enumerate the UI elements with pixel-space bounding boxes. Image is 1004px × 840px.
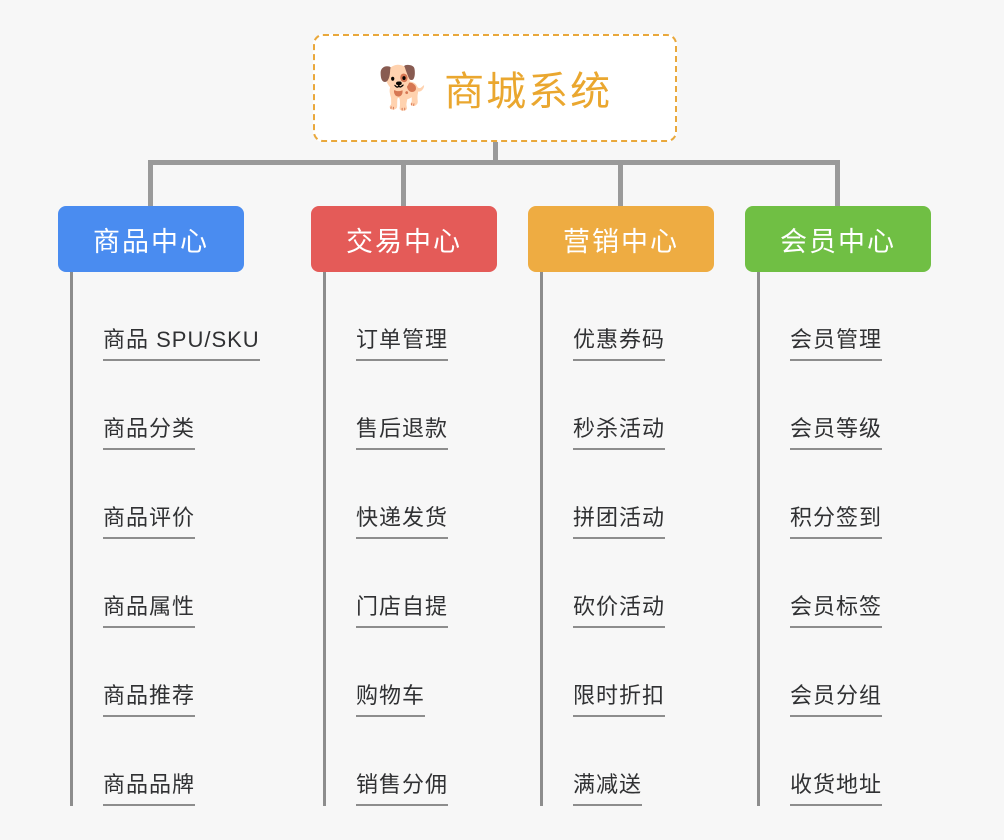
leaf-label: 购物车 (356, 683, 426, 717)
list-item[interactable]: 商品属性 (70, 539, 280, 628)
leaf-list-member-center: 会员管理 会员等级 积分签到 会员标签 会员分组 收货地址 (745, 272, 967, 806)
leaf-label: 门店自提 (356, 594, 449, 628)
leaf-label: 满减送 (573, 772, 643, 806)
leaf-label: 会员等级 (790, 416, 883, 450)
leaf-label: 会员管理 (790, 327, 883, 361)
leaf-label: 限时折扣 (573, 683, 666, 717)
list-item[interactable]: 会员标签 (757, 539, 967, 628)
list-item[interactable]: 快递发货 (323, 450, 533, 539)
connector-drop-marketing (618, 160, 623, 206)
leaf-label: 积分签到 (790, 505, 883, 539)
leaf-list-product-center: 商品 SPU/SKU 商品分类 商品评价 商品属性 商品推荐 商品品牌 (58, 272, 280, 806)
list-item[interactable]: 商品推荐 (70, 628, 280, 717)
list-item[interactable]: 积分签到 (757, 450, 967, 539)
leaf-label: 商品品牌 (103, 772, 196, 806)
connector-stem (493, 142, 498, 164)
list-item[interactable]: 销售分佣 (323, 717, 533, 806)
root-node-label: 商城系统 (444, 70, 613, 114)
list-item[interactable]: 商品品牌 (70, 717, 280, 806)
shiba-dog-face-icon: 🐕 (377, 64, 431, 111)
list-item[interactable]: 购物车 (323, 628, 533, 717)
category-header-trade-center[interactable]: 交易中心 (311, 206, 497, 272)
leaf-label: 商品分类 (103, 416, 196, 450)
leaf-label: 优惠券码 (573, 327, 666, 361)
category-header-member-center[interactable]: 会员中心 (745, 206, 931, 272)
list-item[interactable]: 门店自提 (323, 539, 533, 628)
connector-drop-member (835, 160, 840, 206)
list-item[interactable]: 砍价活动 (540, 539, 750, 628)
list-item[interactable]: 优惠券码 (540, 272, 750, 361)
list-item[interactable]: 订单管理 (323, 272, 533, 361)
leaf-label: 会员分组 (790, 683, 883, 717)
leaf-label: 订单管理 (356, 327, 449, 361)
leaf-label: 销售分佣 (356, 772, 449, 806)
list-item[interactable]: 售后退款 (323, 361, 533, 450)
category-label: 商品中心 (93, 226, 209, 257)
list-item[interactable]: 会员等级 (757, 361, 967, 450)
connector-bus (148, 160, 840, 165)
leaf-label: 商品评价 (103, 505, 196, 539)
leaf-label: 收货地址 (790, 772, 883, 806)
category-header-product-center[interactable]: 商品中心 (58, 206, 244, 272)
root-node[interactable]: 🐕 商城系统 (313, 34, 677, 142)
column-trade-center: 交易中心 订单管理 售后退款 快递发货 门店自提 购物车 销售分佣 (311, 206, 533, 806)
list-item[interactable]: 商品分类 (70, 361, 280, 450)
leaf-list-marketing-center: 优惠券码 秒杀活动 拼团活动 砍价活动 限时折扣 满减送 (528, 272, 750, 806)
leaf-label: 商品属性 (103, 594, 196, 628)
column-marketing-center: 营销中心 优惠券码 秒杀活动 拼团活动 砍价活动 限时折扣 满减送 (528, 206, 750, 806)
category-header-marketing-center[interactable]: 营销中心 (528, 206, 714, 272)
column-product-center: 商品中心 商品 SPU/SKU 商品分类 商品评价 商品属性 商品推荐 商品品牌 (58, 206, 280, 806)
leaf-label: 砍价活动 (573, 594, 666, 628)
list-item[interactable]: 商品评价 (70, 450, 280, 539)
category-label: 会员中心 (780, 226, 896, 257)
category-label: 营销中心 (563, 226, 679, 257)
leaf-label: 秒杀活动 (573, 416, 666, 450)
leaf-label: 商品 SPU/SKU (103, 327, 260, 361)
connector-drop-trade (401, 160, 406, 206)
leaf-label: 售后退款 (356, 416, 449, 450)
list-item[interactable]: 限时折扣 (540, 628, 750, 717)
category-label: 交易中心 (346, 226, 462, 257)
list-item[interactable]: 秒杀活动 (540, 361, 750, 450)
list-item[interactable]: 商品 SPU/SKU (70, 272, 280, 361)
leaf-label: 商品推荐 (103, 683, 196, 717)
list-item[interactable]: 会员分组 (757, 628, 967, 717)
connector-drop-product (148, 160, 153, 206)
list-item[interactable]: 拼团活动 (540, 450, 750, 539)
column-member-center: 会员中心 会员管理 会员等级 积分签到 会员标签 会员分组 收货地址 (745, 206, 967, 806)
leaf-list-trade-center: 订单管理 售后退款 快递发货 门店自提 购物车 销售分佣 (311, 272, 533, 806)
list-item[interactable]: 满减送 (540, 717, 750, 806)
list-item[interactable]: 收货地址 (757, 717, 967, 806)
list-item[interactable]: 会员管理 (757, 272, 967, 361)
leaf-label: 快递发货 (356, 505, 449, 539)
leaf-label: 拼团活动 (573, 505, 666, 539)
leaf-label: 会员标签 (790, 594, 883, 628)
